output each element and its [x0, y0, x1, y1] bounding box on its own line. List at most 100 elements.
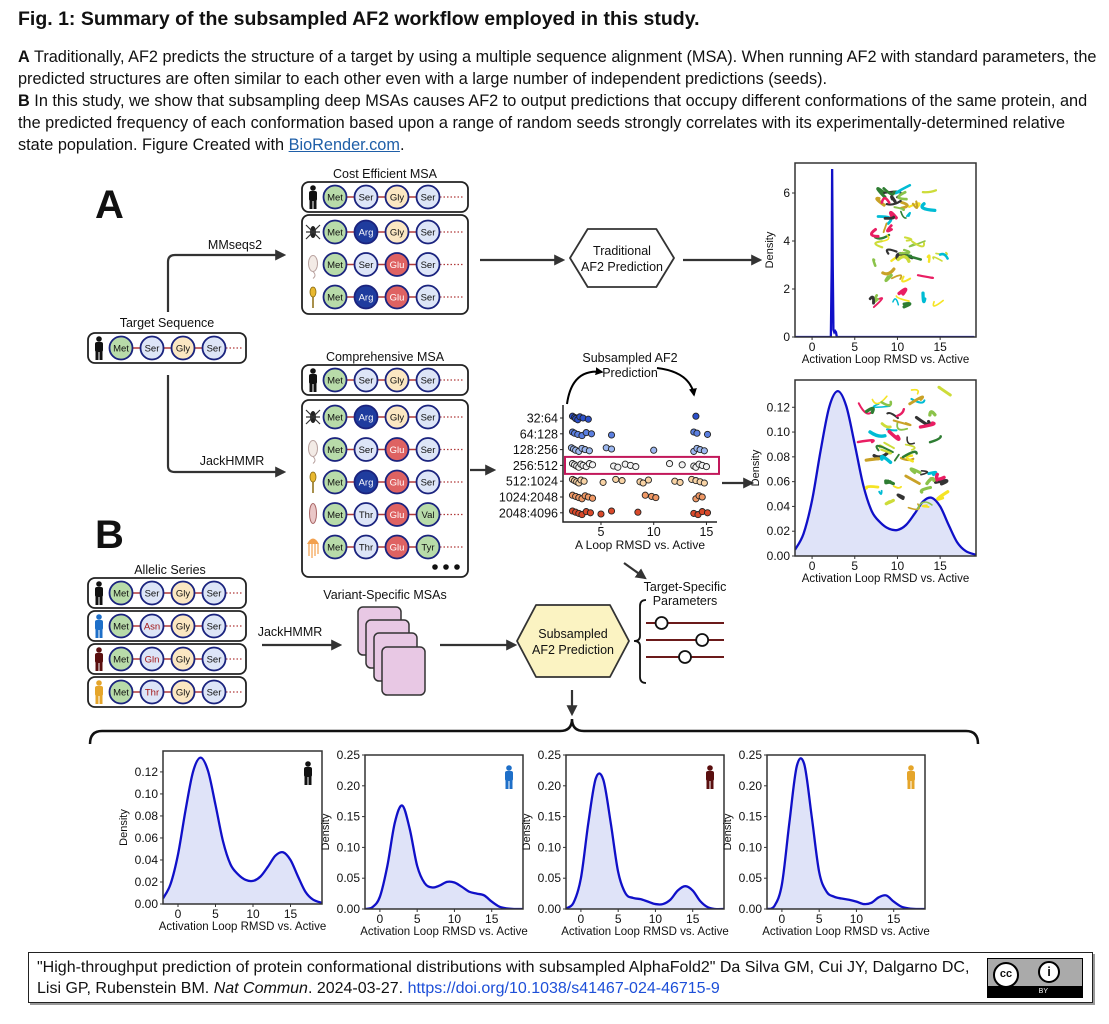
residue-label: Gly — [176, 344, 191, 355]
x-tick-label: 15 — [284, 907, 298, 921]
x-tick-label: 0 — [175, 907, 182, 921]
variant-specific-msas-label: Variant-Specific MSAs — [323, 588, 446, 602]
protein-ribbon — [856, 439, 875, 444]
doi-link[interactable]: https://doi.org/10.1038/s41467-024-46715… — [407, 980, 720, 997]
human-icon — [706, 765, 714, 789]
residue-circle — [108, 646, 134, 672]
more-rows-ellipsis — [443, 564, 449, 570]
residue-circle — [415, 437, 441, 462]
residue-label: Ser — [359, 193, 374, 204]
residue-label: Gly — [176, 688, 191, 699]
y-tick-label: 0.00 — [337, 902, 361, 916]
residue-label: Ser — [421, 260, 436, 271]
squid-body — [309, 503, 317, 524]
protein-ribbon — [905, 254, 923, 261]
protein-ribbon — [870, 228, 880, 238]
caption-label-b: B — [18, 92, 30, 110]
citation-box: "High-throughput prediction of protein c… — [28, 952, 1093, 1003]
protein-ribbon — [936, 490, 950, 501]
y-tick-label: 0.25 — [337, 748, 361, 762]
human-head — [707, 765, 713, 771]
residue-circle — [108, 335, 134, 361]
protein-ribbon — [938, 252, 949, 260]
biorender-link[interactable]: BioRender.com — [288, 136, 400, 154]
scatter-point — [639, 479, 647, 487]
residue-circle — [201, 580, 227, 606]
mmseqs2-arrow — [166, 249, 287, 312]
y-tick-label: 0.20 — [538, 779, 562, 793]
jackhmmr-b-label: JackHMMR — [258, 625, 323, 639]
protein-ribbon — [910, 388, 920, 395]
scatter-point — [665, 460, 674, 468]
protein-ribbon — [896, 493, 905, 501]
protein-ribbon — [916, 501, 933, 510]
mouse-icon — [308, 440, 318, 464]
x-tick-label: 10 — [891, 340, 905, 354]
zebrafish-body — [309, 471, 317, 483]
human-body — [907, 771, 915, 781]
scatter-point — [588, 461, 597, 469]
x-tick-label: 15 — [686, 912, 700, 926]
density-line — [795, 390, 976, 556]
human-leg — [95, 629, 99, 638]
residue-label: Asn — [144, 622, 160, 633]
protein-ribbon — [880, 400, 893, 407]
protein-ribbon — [908, 395, 925, 406]
residue-label: Ser — [421, 293, 436, 304]
y-tick-label: 0.25 — [538, 748, 562, 762]
x-tick-label: 0 — [809, 559, 816, 573]
protein-ribbon — [892, 485, 902, 489]
y-tick-label: 0.00 — [767, 549, 791, 563]
protein-ribbon — [926, 254, 931, 263]
protein-ribbon — [925, 476, 936, 486]
y-tick-label: 0.06 — [135, 831, 159, 845]
curved-arrow-up — [566, 367, 604, 405]
human-head — [506, 765, 512, 771]
protein-ribbon — [878, 489, 883, 495]
protein-ribbon — [889, 210, 898, 220]
y-axis-label: Density — [722, 813, 734, 850]
chart-frame — [766, 754, 926, 910]
residue-label: Met — [113, 344, 129, 355]
residue-label: Ser — [359, 376, 374, 387]
human-body — [309, 374, 317, 384]
human-head — [96, 647, 102, 653]
residue-circle — [353, 252, 379, 277]
results-brace — [88, 718, 980, 745]
figure-title: Fig. 1: Summary of the subsampled AF2 wo… — [18, 8, 700, 30]
protein-ribbon — [933, 479, 949, 486]
more-rows-ellipsis — [454, 564, 460, 570]
residue-label: Ser — [207, 688, 222, 699]
subsampled-af2-prediction-shape — [516, 604, 630, 678]
human-icon — [95, 680, 103, 704]
residue-circle — [108, 679, 134, 705]
mouse-icon — [308, 255, 318, 279]
protein-ribbon — [920, 469, 929, 476]
protein-ribbon — [879, 454, 893, 465]
residue-circle — [322, 252, 348, 277]
chart-frame — [565, 754, 725, 910]
scatter-point — [618, 477, 626, 485]
human-body — [95, 686, 103, 696]
scatter-point — [585, 447, 593, 455]
residue-label: Gln — [145, 655, 160, 666]
fly-icon — [305, 224, 321, 240]
human-leg — [309, 383, 313, 392]
protein-ribbon — [932, 256, 943, 262]
residue-circle — [139, 646, 165, 672]
protein-ribbon — [864, 406, 875, 415]
x-axis-label: Activation Loop RMSD vs. Active — [360, 926, 527, 938]
protein-ribbon — [872, 258, 877, 268]
cc-by-license-badge[interactable]: cc i BY — [987, 958, 1083, 998]
residue-circle — [322, 502, 348, 527]
